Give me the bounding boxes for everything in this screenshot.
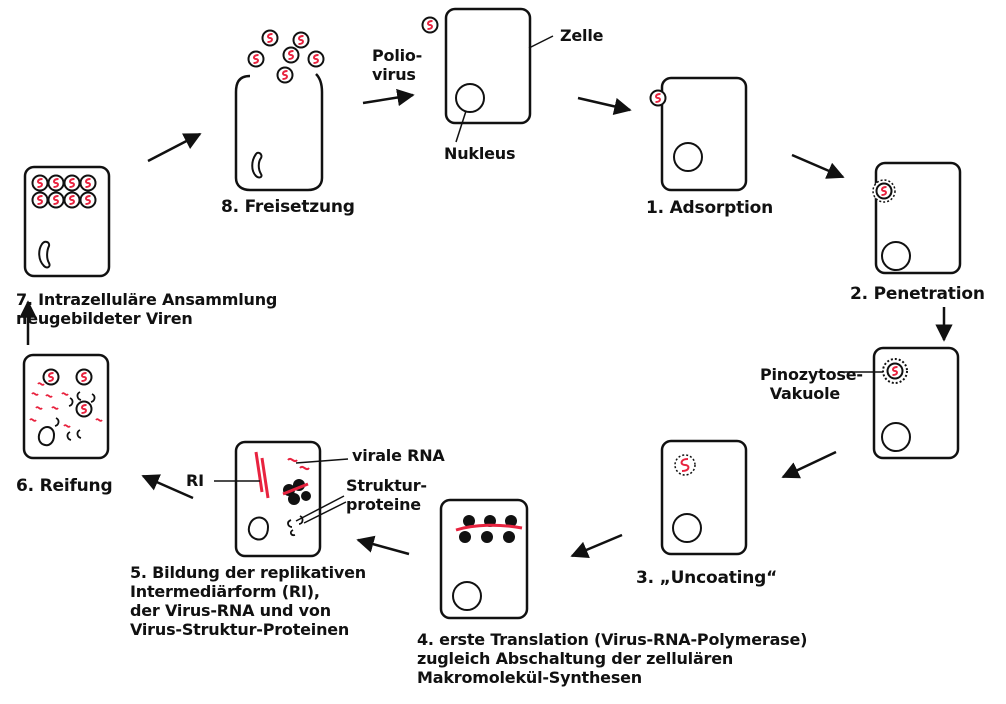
protein-dot — [481, 531, 493, 543]
arrow-7-to-8 — [147, 132, 202, 163]
zelle-pointer — [528, 35, 554, 49]
new-virus — [42, 368, 60, 386]
cycle-arrows — [19, 88, 953, 558]
ri-label: RI — [186, 471, 204, 490]
released-virus — [247, 50, 265, 68]
nucleus — [452, 581, 482, 611]
protein-pointer — [295, 495, 345, 522]
nucleus — [881, 422, 911, 452]
rna-squiggle — [287, 457, 298, 463]
step8-label: 8. Freisetzung — [221, 197, 355, 217]
viral-mrna-strand — [455, 523, 523, 532]
cell-accumulation — [23, 165, 111, 278]
step1-label: 1. Adsorption — [646, 198, 774, 218]
arrow-pino-to-3 — [781, 450, 837, 479]
arrow-8-to-start — [362, 88, 415, 107]
rna-strand — [254, 451, 264, 493]
step3-label: 3. „Uncoating“ — [636, 568, 778, 588]
penetrating-virus — [875, 182, 893, 200]
poliovirus-particle — [421, 16, 439, 34]
nucleus — [881, 241, 911, 271]
nukleus-pointer — [455, 110, 467, 143]
nucleus — [673, 142, 703, 172]
cell-release — [234, 29, 325, 192]
rna-strand — [260, 457, 270, 499]
ribosome — [463, 515, 475, 527]
cell-nucleus-distorted — [251, 151, 263, 179]
virale-rna-label: virale RNA — [352, 446, 445, 465]
cell-maturation — [22, 353, 110, 460]
cell-initial — [421, 7, 554, 143]
released-virus — [282, 46, 300, 64]
adsorbed-virus — [649, 89, 667, 107]
cell-penetration — [872, 161, 962, 275]
capsid-proteins — [54, 391, 96, 441]
arrow-start-to-1 — [577, 96, 632, 115]
step6-label: 6. Reifung — [16, 476, 113, 496]
rna-pointer — [295, 458, 349, 464]
protein-pointer — [303, 501, 347, 524]
cell-nucleus-distorted — [38, 240, 51, 269]
cell-replication — [214, 440, 349, 558]
step4-label: 4. erste Translation (Virus-RNA-Polymera… — [417, 630, 808, 687]
pinozytose-label: Pinozytose-Vakuole — [760, 365, 863, 403]
cell-adsorption — [649, 76, 748, 192]
cell-nucleus-distorted — [247, 516, 270, 541]
released-rna — [680, 458, 690, 472]
released-virus — [276, 66, 294, 84]
cell-pinocytosis — [838, 346, 960, 460]
cell-uncoating — [660, 439, 748, 556]
step2-label: 2. Penetration — [850, 284, 985, 304]
arrow-3-to-4 — [570, 533, 623, 558]
protein-cluster — [301, 491, 311, 501]
new-virus — [75, 368, 93, 386]
arrow-4-to-5 — [356, 535, 410, 556]
arrow-5-to-6 — [141, 474, 194, 500]
nucleus — [455, 83, 485, 113]
protein-dot — [503, 531, 515, 543]
released-virus — [292, 31, 310, 49]
nucleus — [672, 513, 702, 543]
vacuole-virus — [886, 362, 904, 380]
cell-translation — [439, 498, 529, 620]
protein-cluster — [288, 493, 300, 505]
protein-dot — [459, 531, 471, 543]
uncoating-capsid — [674, 454, 696, 476]
arrow-1-to-2 — [791, 153, 845, 179]
zelle-label: Zelle — [560, 26, 604, 45]
released-virus — [261, 29, 279, 47]
released-virus — [307, 50, 325, 68]
new-virus — [75, 400, 93, 418]
rna-over-proteins — [282, 482, 309, 496]
lysed-cell-membrane — [234, 73, 324, 192]
poliovirus-label: Polio-virus — [372, 46, 423, 84]
ribosome — [505, 515, 517, 527]
rna-fragments — [29, 382, 103, 428]
rna-squiggle — [299, 465, 310, 471]
strukturproteine-label: Struktur-proteine — [346, 476, 427, 514]
structural-proteins — [287, 515, 304, 537]
nukleus-label: Nukleus — [444, 144, 516, 163]
cell-nucleus-distorted — [37, 426, 56, 447]
